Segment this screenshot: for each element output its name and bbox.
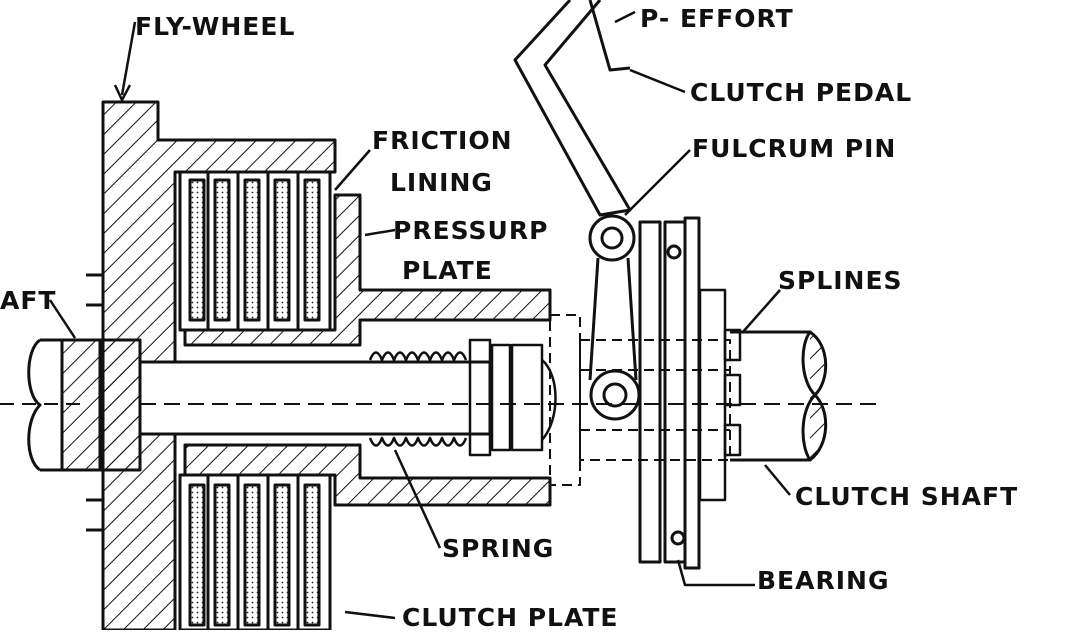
clutch-shaft <box>138 330 880 462</box>
label-clutch-pedal: CLUTCH PEDAL <box>690 78 913 107</box>
label-pressure: PRESSURP <box>393 216 549 245</box>
label-fly-wheel: FLY-WHEEL <box>135 12 296 41</box>
clutch-pedal <box>513 0 641 421</box>
friction-plates-lower <box>178 473 332 630</box>
label-friction: FRICTION <box>372 126 513 155</box>
label-fulcrum-pin: FULCRUM PIN <box>692 134 897 163</box>
label-spring: SPRING <box>442 534 555 563</box>
label-splines: SPLINES <box>778 266 903 295</box>
label-clutch-shaft: CLUTCH SHAFT <box>795 482 1019 511</box>
label-effort: P- EFFORT <box>640 4 794 33</box>
flywheel <box>60 100 337 630</box>
label-lining: LINING <box>390 168 493 197</box>
label-bearing: BEARING <box>757 566 890 595</box>
release-bearing <box>638 216 701 570</box>
friction-plates-upper <box>178 170 332 332</box>
spring <box>368 351 468 447</box>
label-plate: PLATE <box>402 256 493 285</box>
label-clutch-plate: CLUTCH PLATE <box>402 603 619 632</box>
leader-lines <box>48 10 791 620</box>
label-shaft: AFT <box>0 286 57 315</box>
withdrawal-housing <box>549 314 731 486</box>
pressure-plate <box>183 193 552 507</box>
splines <box>698 288 742 502</box>
spring-retainer <box>468 338 557 457</box>
